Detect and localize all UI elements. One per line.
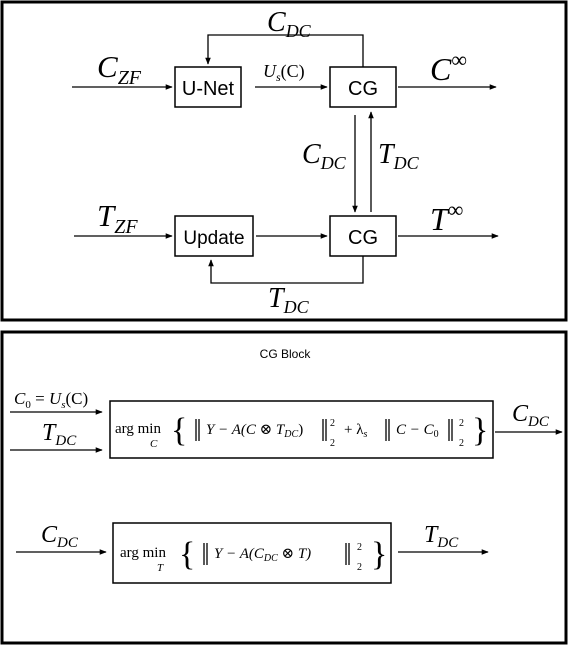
- cg-block-title: CG Block: [260, 347, 312, 361]
- arrow-tdc-feedback: [208, 256, 364, 284]
- cg-top-label: CG: [348, 78, 378, 100]
- c-dc-down-label: CDC: [302, 139, 347, 173]
- norm1-sup: 2: [330, 418, 335, 429]
- t-dc-up-label: TDC: [378, 139, 420, 173]
- argmin-c-var: C: [150, 438, 158, 450]
- argmin-c-text: arg min: [115, 421, 161, 437]
- bottom-panel-frame: [0, 330, 568, 645]
- t-dc-output-label: TDC: [424, 522, 459, 551]
- argmin-t-text: arg min: [120, 545, 166, 561]
- formula1-lambda: + λs: [344, 422, 367, 440]
- formula1-body-a: Y − A(C ⊗ TDC): [206, 422, 303, 440]
- norm3-sup: 2: [357, 542, 362, 553]
- c-zf-label: CZF: [97, 49, 142, 89]
- formula1-brace-open: {: [171, 412, 187, 449]
- formula-box-c: [109, 400, 494, 459]
- cg-bottom-label: CG: [348, 227, 378, 249]
- norm1-sub: 2: [330, 438, 335, 449]
- formula-argmin-c: arg min C { Y − A(C ⊗ TDC) 2 2 + λs C − …: [115, 412, 488, 450]
- us-c-label: Us(C): [263, 61, 305, 84]
- formula2-brace-open: {: [179, 536, 195, 573]
- unet-label: U-Net: [182, 78, 235, 100]
- formula-box-t: [112, 522, 392, 584]
- formula1-brace-close: }: [472, 412, 488, 449]
- norm2-sub: 2: [459, 438, 464, 449]
- top-panel-frame: [0, 0, 568, 322]
- formula1-body-c: C − C0: [396, 422, 439, 440]
- formula-argmin-t: arg min T { Y − A(CDC ⊗ T) 2 2 }: [120, 536, 387, 574]
- formula2-body: Y − A(CDC ⊗ T): [214, 546, 311, 564]
- unet-node: U-Net: [174, 66, 242, 108]
- c-infinity-label: C∞: [430, 47, 467, 87]
- t-infinity-label: T∞: [430, 197, 463, 237]
- t-zf-label: TZF: [97, 198, 138, 238]
- c-dc-output-label: CDC: [512, 401, 550, 430]
- c-dc-feedback-label: CDC: [267, 7, 312, 41]
- cg-top-node: CG: [329, 66, 397, 108]
- argmin-t-var: T: [157, 562, 164, 574]
- update-node: Update: [174, 215, 254, 257]
- cg-bottom-node: CG: [329, 215, 397, 257]
- update-label: Update: [183, 228, 244, 249]
- bottom-panel: CG Block C0 = Us(C) TDC CDC CDC TDC arg …: [0, 330, 568, 645]
- arrow-cdc-feedback: [205, 34, 364, 67]
- norm3-sub: 2: [357, 562, 362, 573]
- t-dc-input-label: TDC: [42, 420, 77, 449]
- t-dc-feedback-label: TDC: [268, 283, 310, 317]
- c-dc-input-label: CDC: [41, 522, 79, 551]
- top-panel: U-Net CG Update CG CDC CZF Us(C) C∞ CDC: [0, 0, 568, 322]
- formula2-brace-close: }: [371, 536, 387, 573]
- norm2-sup: 2: [459, 418, 464, 429]
- c0-equals-us-label: C0 = Us(C): [14, 389, 88, 411]
